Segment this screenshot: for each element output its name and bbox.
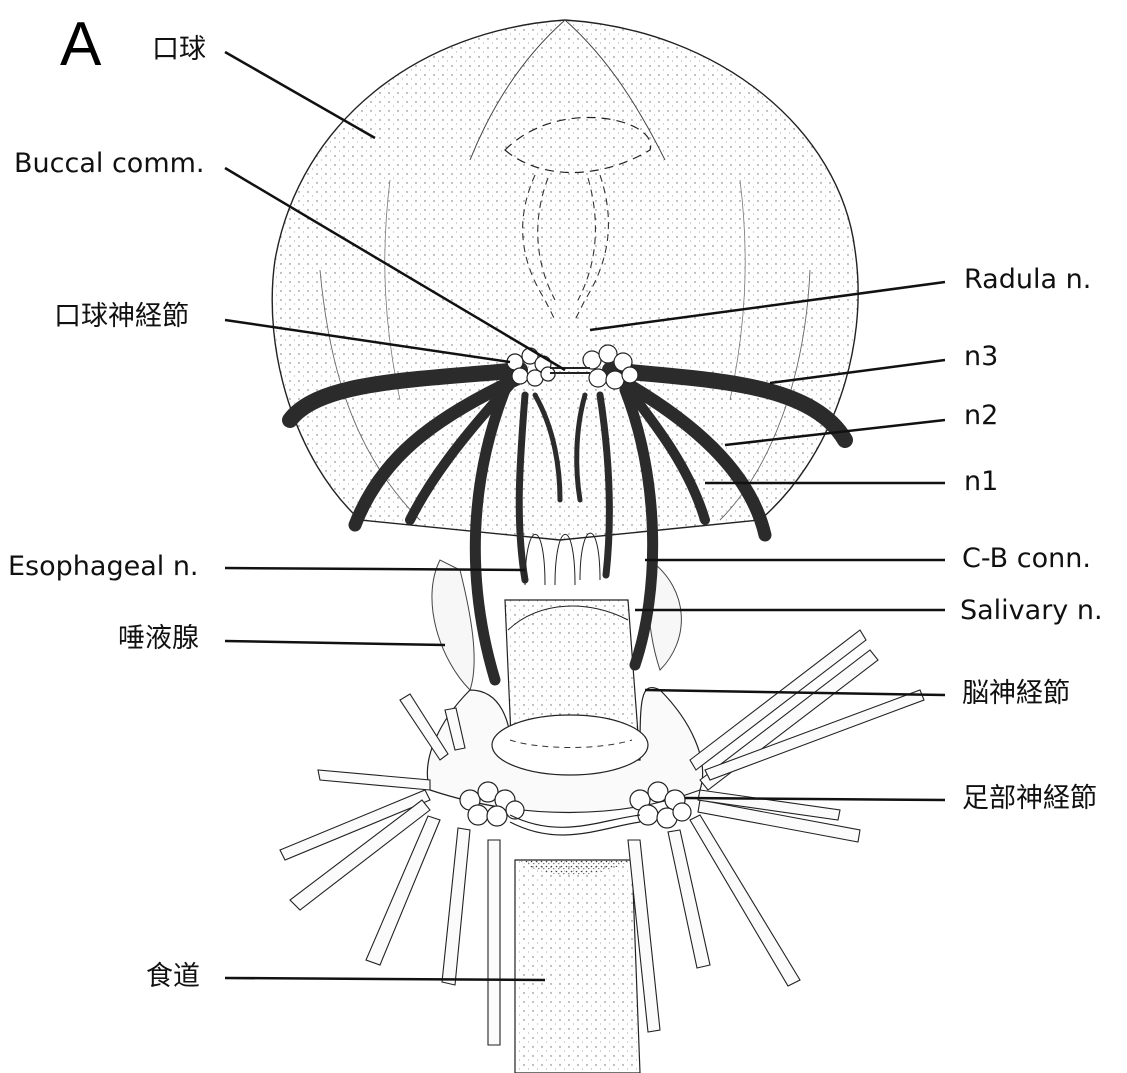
panel-letter: A [60, 14, 101, 76]
leader-buccal-mass [225, 52, 375, 138]
label-n2: n2 [964, 402, 998, 429]
label-cb-conn: C-B conn. [962, 545, 1091, 572]
label-n3: n3 [964, 343, 998, 370]
label-salivary-n: Salivary n. [960, 597, 1103, 624]
label-n1: n1 [964, 468, 998, 495]
label-buccal-ganglion: 口球神経節 [54, 303, 189, 330]
label-salivary-gland: 唾液腺 [118, 625, 199, 652]
buccal-mass [272, 20, 858, 540]
label-buccal-mass: 口球 [152, 36, 206, 63]
label-radula-n: Radula n. [964, 266, 1091, 293]
label-buccal-comm: Buccal comm. [14, 150, 205, 177]
label-pedal-ganglion: 足部神経節 [962, 785, 1097, 812]
label-cerebral-ganglion: 脳神経節 [962, 680, 1070, 707]
esophagus-tube [505, 600, 640, 1073]
label-esophagus: 食道 [146, 963, 200, 990]
leader-salivary-gland [225, 641, 445, 645]
label-esophageal-n: Esophageal n. [8, 553, 199, 580]
